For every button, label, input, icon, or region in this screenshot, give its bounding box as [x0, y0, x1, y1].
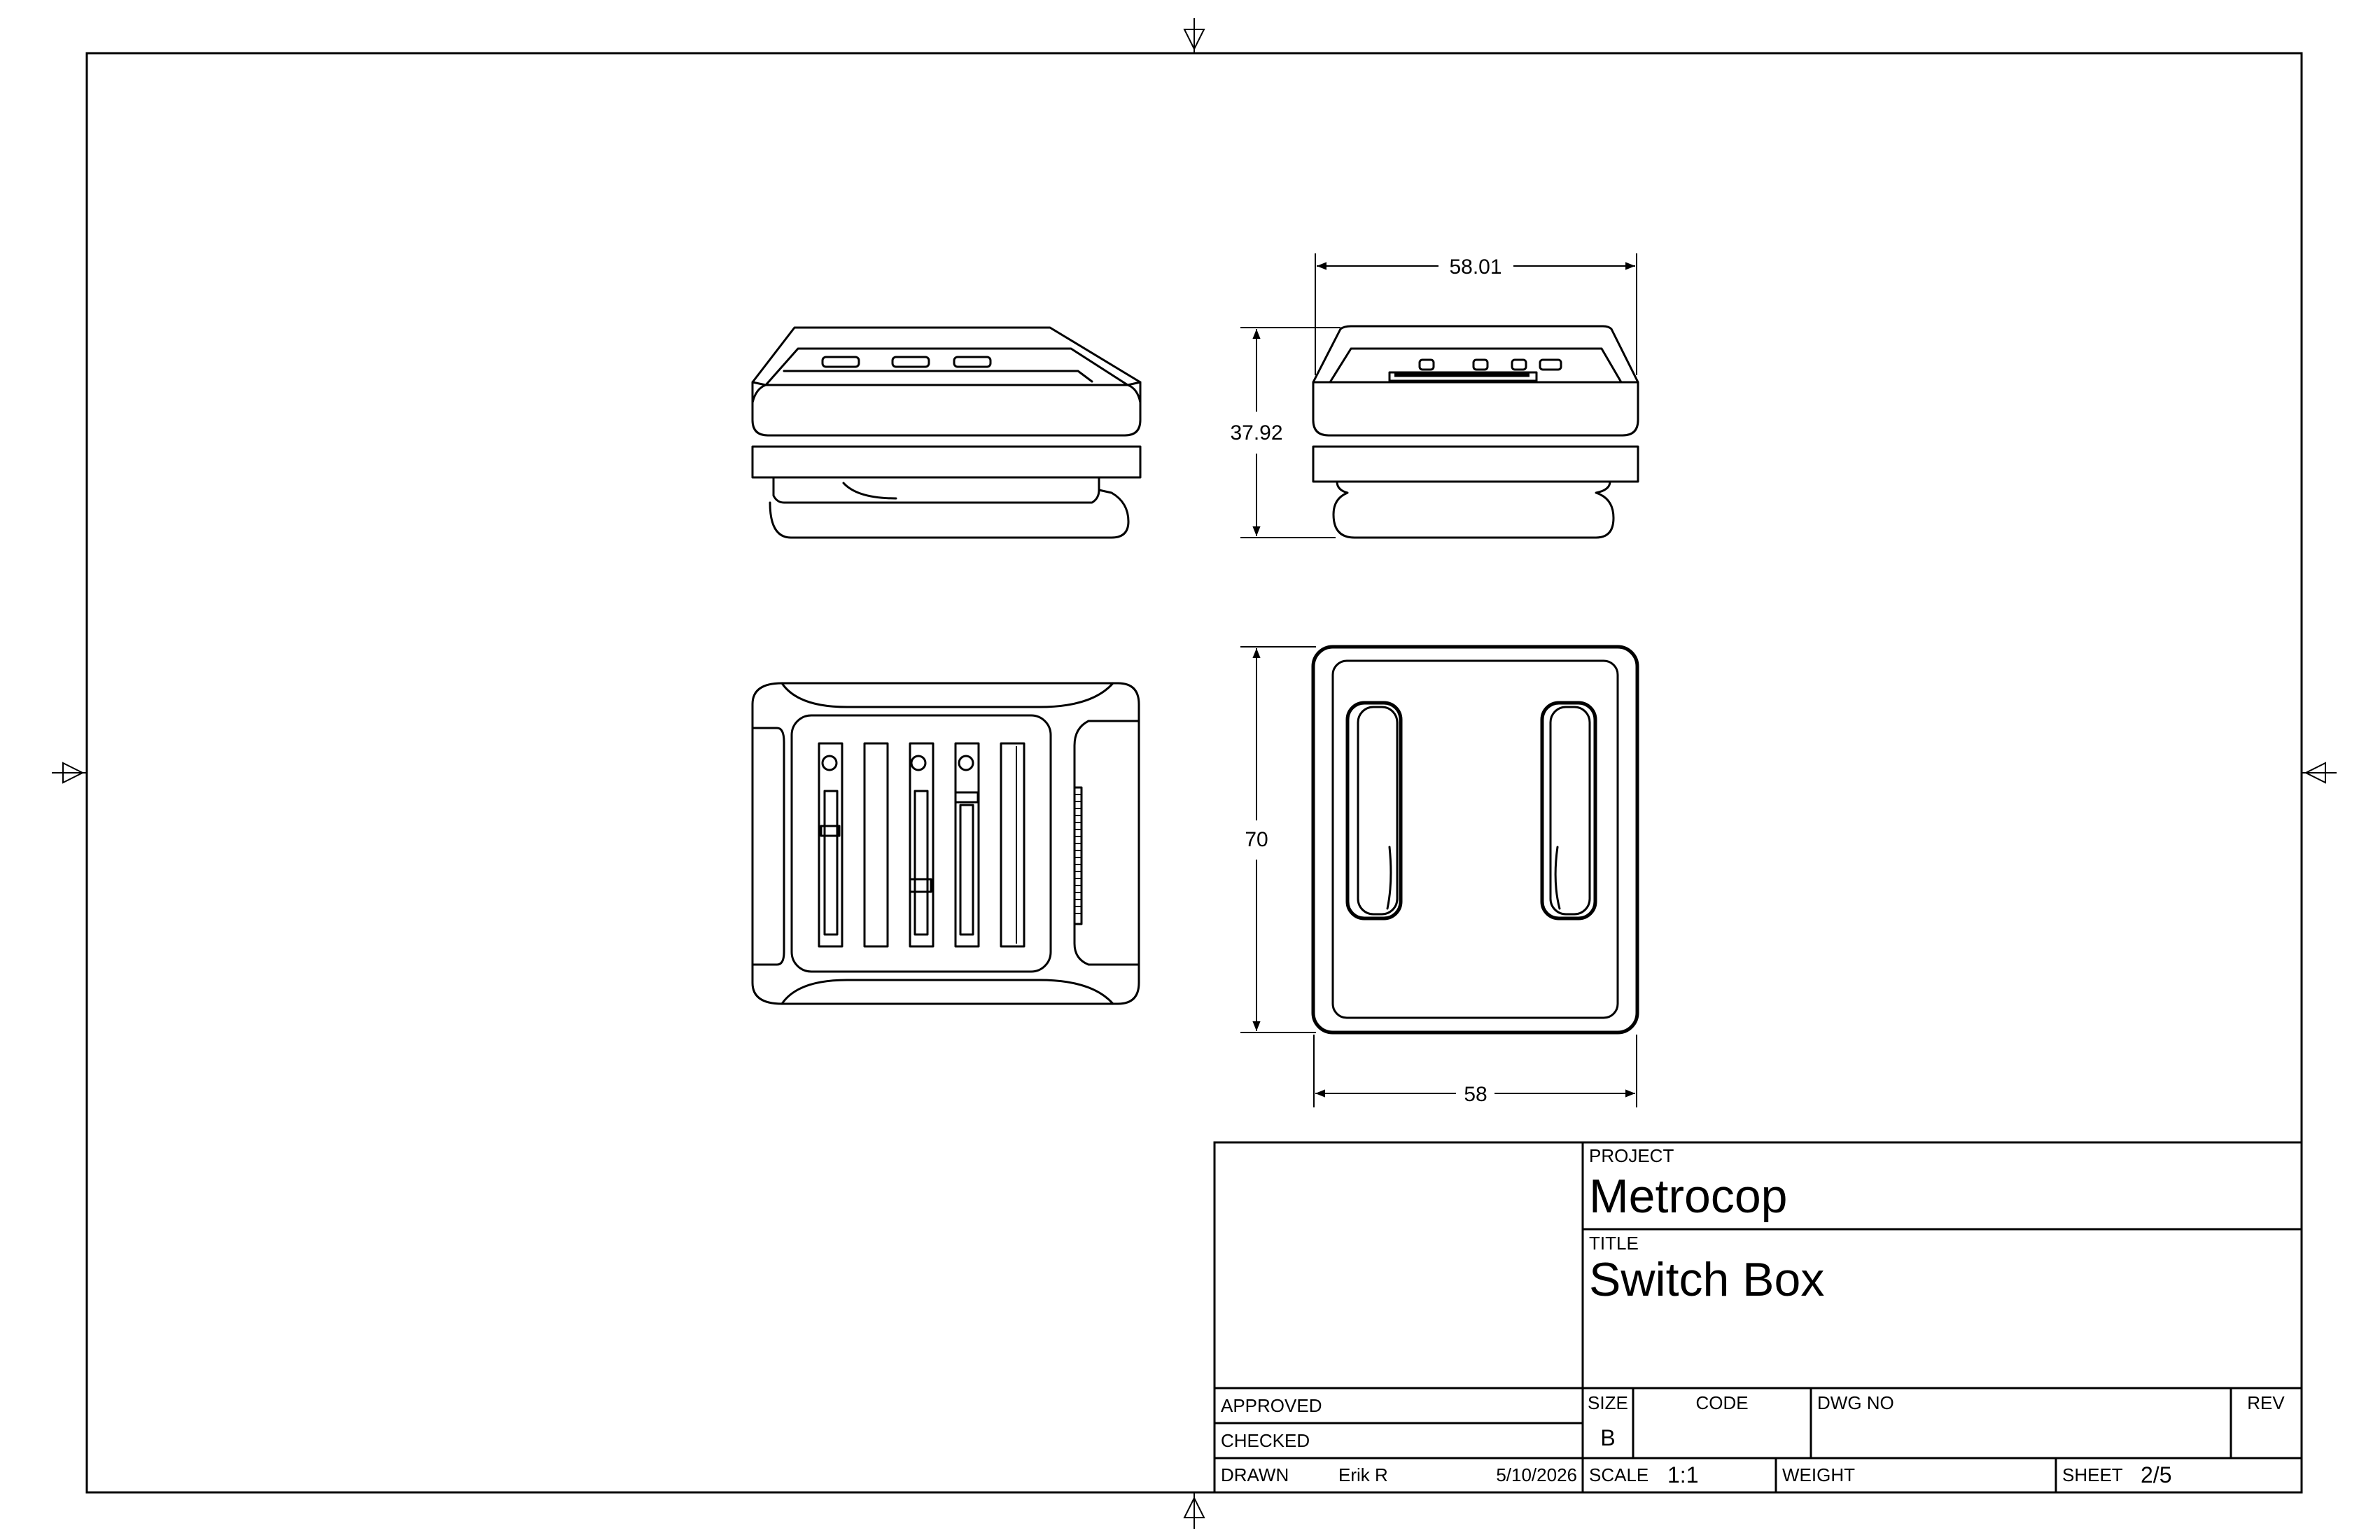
top-view: [1311, 645, 1639, 1035]
checked-label: CHECKED: [1221, 1430, 1310, 1451]
size-value: B: [1600, 1425, 1615, 1450]
sheet-label: SHEET: [2062, 1464, 2123, 1485]
code-label: CODE: [1695, 1392, 1748, 1413]
dimension-height: 37.92: [1230, 327, 1340, 538]
plan-view: [751, 682, 1140, 1005]
dimension-plan-height: 70: [1240, 646, 1316, 1033]
front-view: [751, 326, 1142, 539]
centering-mark-top: [1183, 18, 1205, 53]
dwg-no-label: DWG NO: [1817, 1392, 1894, 1413]
drawn-date: 5/10/2026: [1496, 1464, 1577, 1485]
dimension-bottom-width: 58: [1313, 1035, 1637, 1107]
weight-label: WEIGHT: [1782, 1464, 1855, 1485]
dimension-height-label: 37.92: [1230, 421, 1282, 444]
drawn-label: DRAWN: [1221, 1464, 1289, 1485]
side-view: [1312, 325, 1639, 539]
dimension-top-width-label: 58.01: [1449, 255, 1502, 279]
title-block: PROJECT Metrocop TITLE Switch Box APPROV…: [1213, 1141, 2303, 1494]
centering-mark-bottom: [1183, 1492, 1205, 1529]
dimension-plan-height-label: 70: [1245, 828, 1268, 851]
centering-mark-left: [52, 762, 87, 784]
sheet-value: 2/5: [2141, 1462, 2171, 1488]
dimension-top-width: 58.01: [1315, 253, 1637, 375]
centering-mark-right: [2302, 762, 2337, 784]
sheet-border: [85, 52, 2303, 1494]
project-label: PROJECT: [1589, 1145, 1674, 1166]
drawn-by: Erik R: [1338, 1464, 1388, 1485]
scale-label: SCALE: [1589, 1464, 1648, 1485]
approved-label: APPROVED: [1221, 1395, 1322, 1416]
scale-value: 1:1: [1667, 1462, 1698, 1488]
title-label: TITLE: [1589, 1233, 1639, 1254]
drawing-title: Switch Box: [1589, 1253, 1824, 1306]
size-label: SIZE: [1588, 1392, 1628, 1413]
dimension-bottom-width-label: 58: [1464, 1083, 1487, 1106]
rev-label: REV: [2247, 1392, 2285, 1413]
project-name: Metrocop: [1589, 1170, 1787, 1223]
